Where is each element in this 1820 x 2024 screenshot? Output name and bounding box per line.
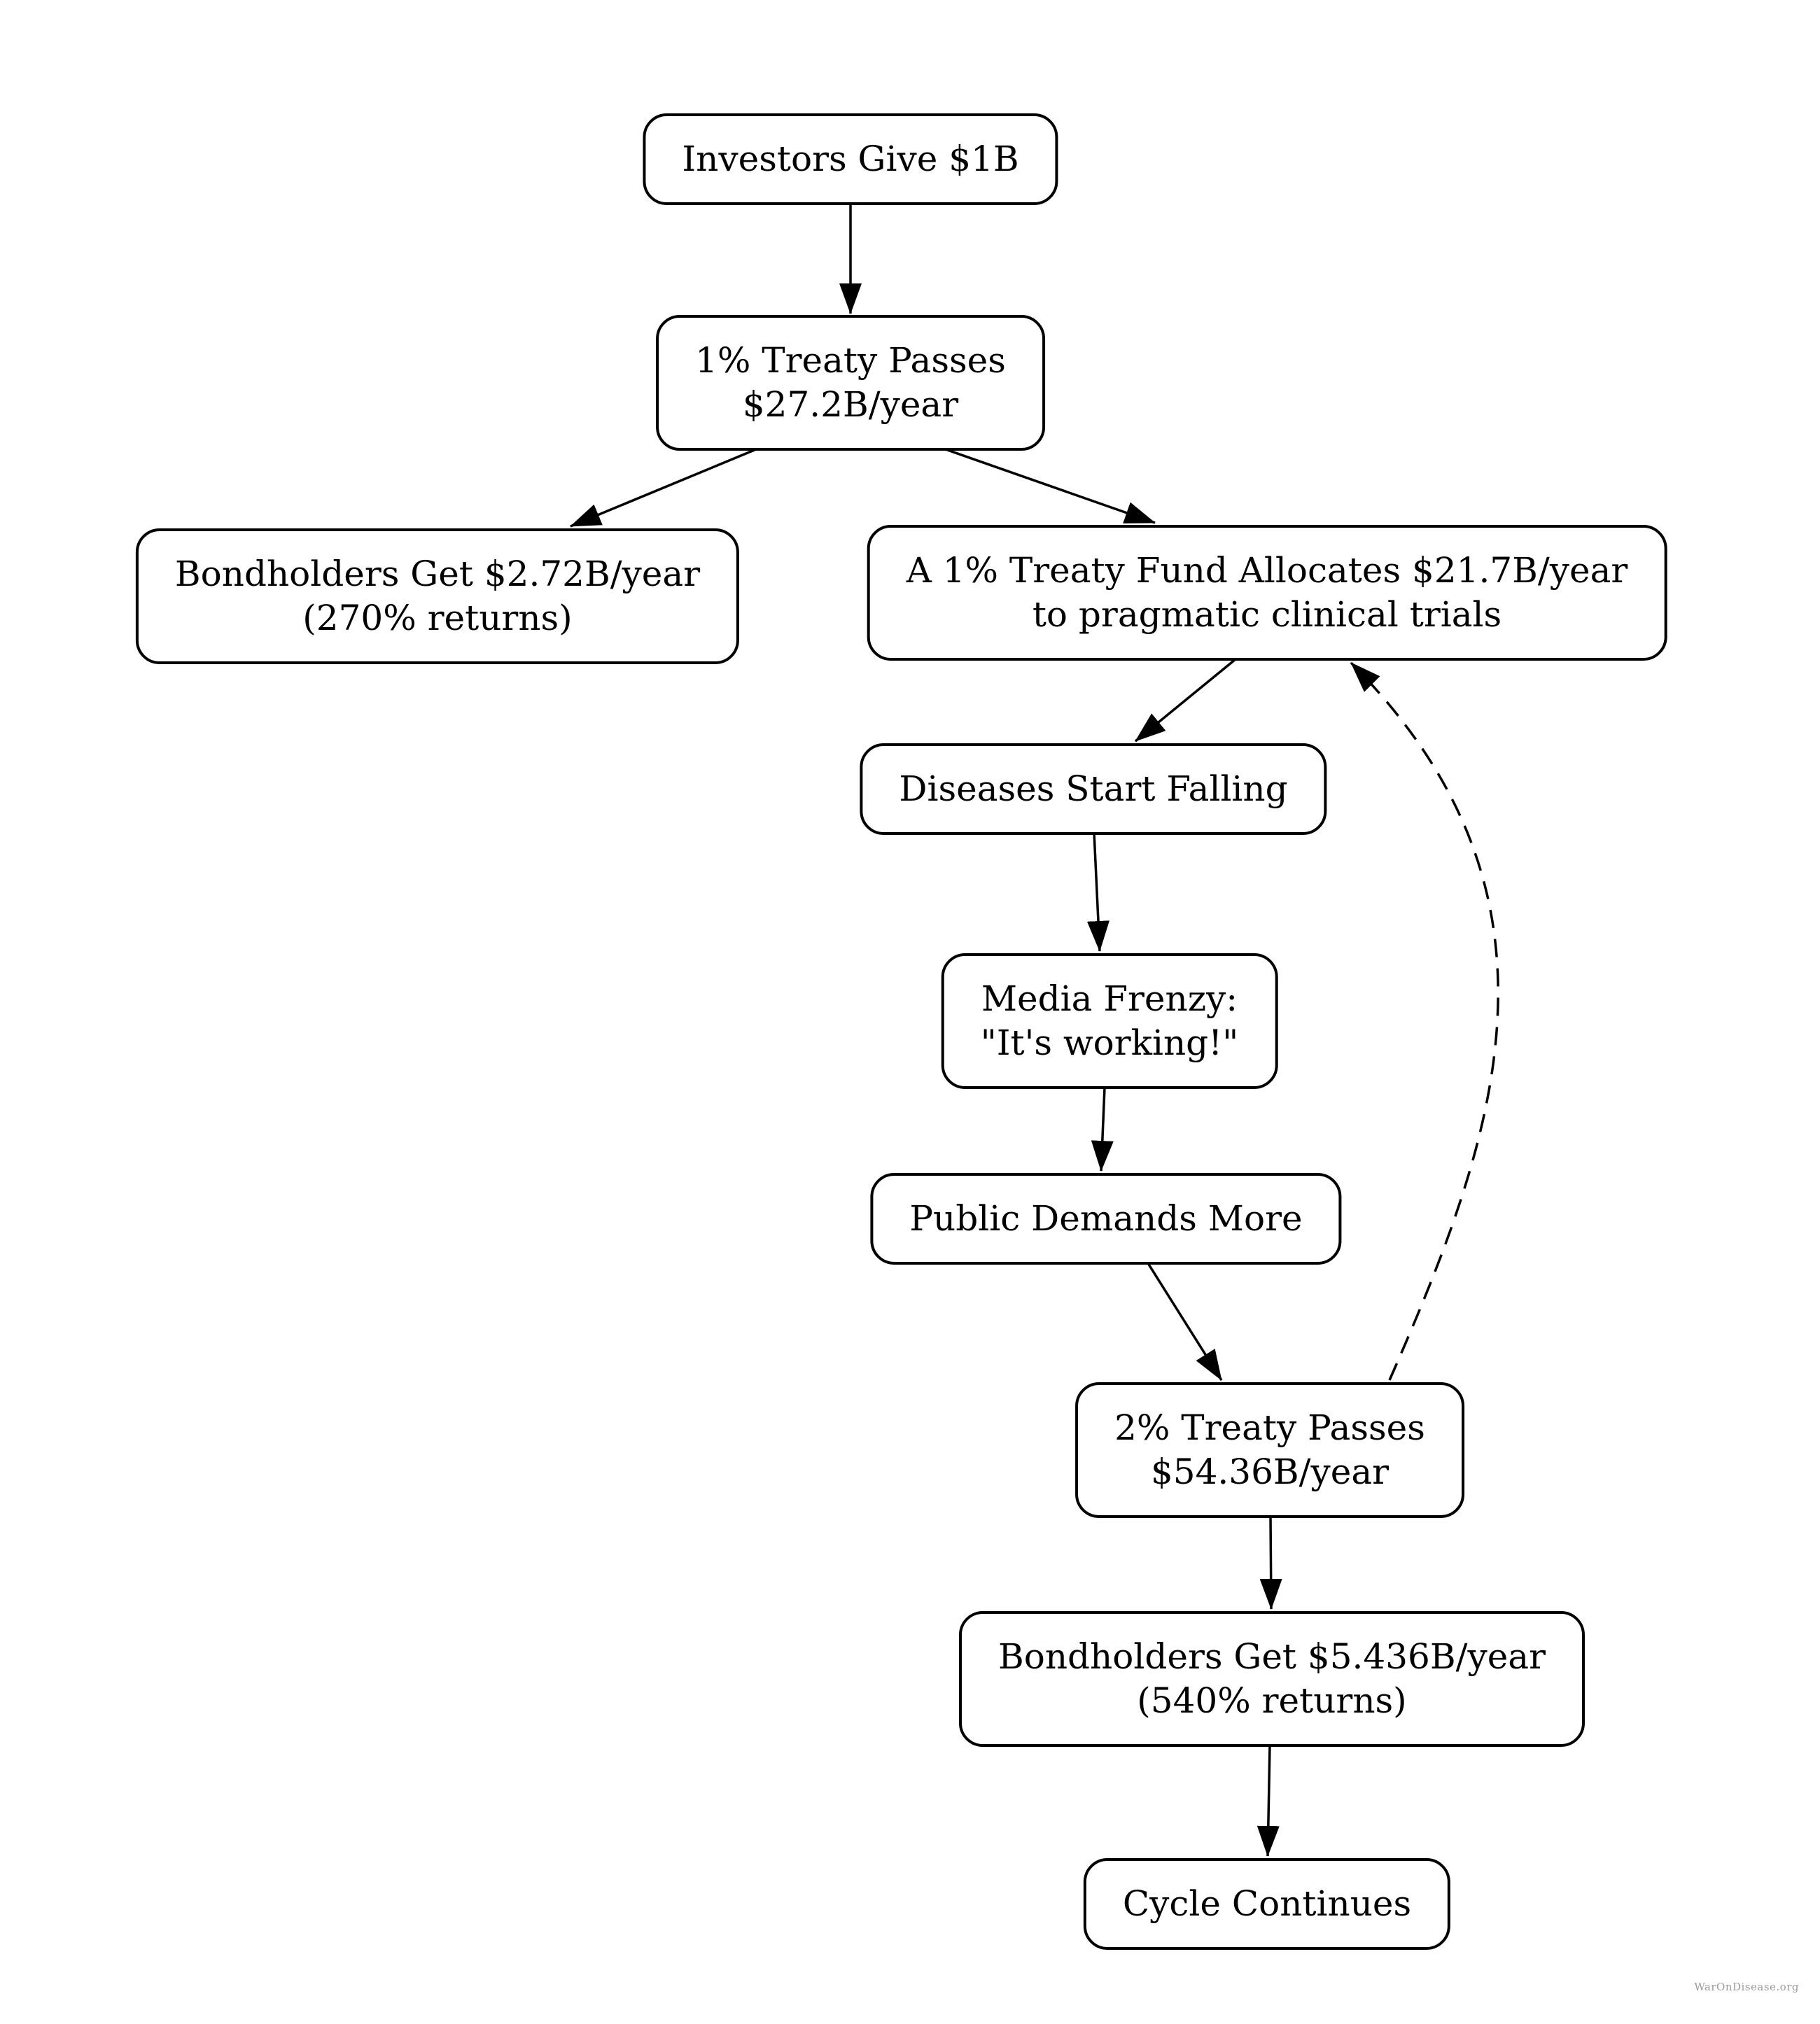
edge-diseases-to-media — [1086, 832, 1110, 952]
node-label-line: "It's working!" — [980, 1022, 1239, 1063]
edge-treaty2-to-bondholders2 — [1259, 1516, 1282, 1610]
edge-treaty2-to-fund-feedback-dashed — [1350, 661, 1499, 1381]
node-bondholders-270pct: Bondholders Get $2.72B/year (270% return… — [135, 528, 740, 664]
node-label-line: Bondholders Get $2.72B/year — [174, 554, 701, 594]
node-label-line: A 1% Treaty Fund Allocates $21.7B/year — [906, 550, 1628, 591]
node-label-line: $54.36B/year — [1150, 1452, 1390, 1492]
node-label-line: Public Demands More — [909, 1198, 1303, 1239]
node-1pct-treaty-passes: 1% Treaty Passes $27.2B/year — [656, 315, 1045, 451]
node-label-line: (270% returns) — [302, 598, 573, 638]
edge-treaty1-to-bondholders1 — [570, 447, 760, 528]
node-investors-give-1b: Investors Give $1B — [643, 113, 1058, 205]
node-label-line: Cycle Continues — [1122, 1883, 1412, 1924]
node-label-line: 2% Treaty Passes — [1114, 1407, 1425, 1448]
node-label-line: Media Frenzy: — [981, 978, 1238, 1019]
node-label-line: $27.2B/year — [742, 384, 959, 425]
edge-fund-to-diseases — [1134, 658, 1237, 743]
edge-media-to-public — [1091, 1087, 1114, 1172]
node-label-line: Diseases Start Falling — [899, 768, 1288, 809]
node-media-frenzy: Media Frenzy: "It's working!" — [941, 953, 1278, 1089]
node-label-line: Investors Give $1B — [682, 139, 1019, 179]
edge-treaty1-to-fund — [941, 447, 1156, 524]
node-label-line: 1% Treaty Passes — [695, 340, 1006, 381]
node-2pct-treaty-passes: 2% Treaty Passes $54.36B/year — [1075, 1382, 1464, 1518]
node-cycle-continues: Cycle Continues — [1083, 1858, 1451, 1950]
watermark-text: WarOnDisease.org — [1694, 1981, 1799, 1993]
edge-public-to-treaty2 — [1147, 1263, 1223, 1381]
node-public-demands-more: Public Demands More — [870, 1173, 1342, 1265]
node-label-line: (540% returns) — [1137, 1680, 1407, 1721]
node-label-line: to pragmatic clinical trials — [1032, 594, 1502, 635]
node-diseases-start-falling: Diseases Start Falling — [860, 743, 1327, 835]
node-label-line: Bondholders Get $5.436B/year — [997, 1636, 1546, 1677]
edge-bondholders2-to-cycle — [1256, 1745, 1280, 1857]
node-bondholders-540pct: Bondholders Get $5.436B/year (540% retur… — [958, 1611, 1586, 1747]
node-treaty-fund-allocates: A 1% Treaty Fund Allocates $21.7B/year t… — [867, 525, 1667, 661]
